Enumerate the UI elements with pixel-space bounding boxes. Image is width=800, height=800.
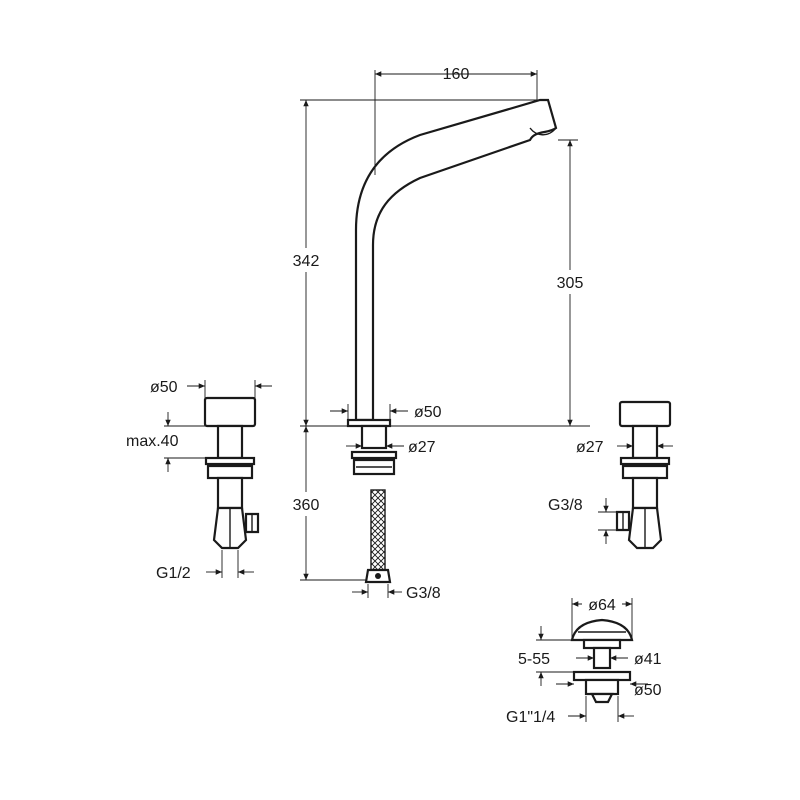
dim-waste-cap-diameter: ø64 — [571, 594, 633, 638]
spout-assembly — [346, 98, 558, 584]
dim-waste-flange-diameter: ø50 — [556, 681, 662, 699]
spout-body — [354, 98, 558, 422]
label-spout-hose-thread: G3/8 — [406, 585, 441, 602]
label-right-outlet-thread: G3/8 — [548, 497, 583, 514]
label-right-shank-diameter: ø27 — [576, 439, 604, 456]
right-washer-top — [619, 456, 671, 466]
label-spout-shank-diameter: ø27 — [408, 439, 436, 456]
aerator-outline — [529, 127, 557, 136]
braided-hose — [370, 489, 386, 571]
right-handle — [618, 400, 672, 428]
waste-tail — [590, 692, 614, 704]
right-valve-assembly — [615, 400, 672, 550]
left-valve-body — [216, 476, 244, 510]
dim-right-outlet-thread: G3/8 — [548, 497, 617, 544]
waste-stem — [592, 646, 612, 670]
dim-spout-reach: 160 — [374, 66, 538, 175]
dim-spout-hose-thread: G3/8 — [352, 584, 441, 602]
dim-below-deck-length: 360 — [282, 426, 366, 581]
label-left-handle-diameter: ø50 — [150, 379, 178, 396]
waste-flange — [572, 670, 632, 682]
left-valve-stem — [216, 424, 244, 460]
right-lock-nut — [621, 464, 669, 480]
label-waste-body-diameter: ø41 — [634, 651, 662, 668]
label-outlet-height: 305 — [557, 275, 584, 292]
left-handle — [203, 396, 257, 428]
label-left-max-deck: max.40 — [126, 433, 179, 450]
label-spout-reach: 160 — [443, 66, 470, 83]
right-valve-body — [631, 476, 659, 510]
dim-waste-thread: G1"1/4 — [506, 696, 634, 726]
label-waste-thread: G1"1/4 — [506, 709, 555, 726]
label-waste-height-range: 5-55 — [518, 651, 550, 668]
dim-left-inlet-thread: G1/2 — [156, 550, 254, 582]
dim-waste-body-diameter: ø41 — [576, 651, 662, 668]
waste-cap — [570, 618, 634, 642]
left-lock-nut — [206, 464, 254, 480]
right-valve-stem — [631, 424, 659, 460]
dim-left-max-deck: max.40 — [126, 412, 218, 472]
label-left-inlet-thread: G1/2 — [156, 565, 191, 582]
waste-body — [584, 678, 620, 696]
waste-assembly — [570, 618, 634, 704]
waste-collar — [582, 638, 622, 650]
dim-overall-height: 342 — [282, 99, 540, 426]
dim-left-handle-diameter: ø50 — [150, 379, 272, 398]
left-valve-assembly — [203, 396, 260, 550]
label-waste-flange-diameter: ø50 — [634, 682, 662, 699]
dim-outlet-height: 305 — [546, 139, 594, 426]
dim-right-shank-diameter: ø27 — [576, 439, 673, 456]
dim-spout-shank-diameter: ø27 — [346, 439, 436, 456]
spout-shank — [360, 424, 388, 450]
label-overall-height: 342 — [293, 253, 320, 270]
label-spout-base-diameter: ø50 — [414, 404, 442, 421]
dim-spout-base-diameter: ø50 — [330, 404, 442, 421]
dim-waste-height-range: 5-55 — [518, 626, 584, 686]
label-waste-cap-diameter: ø64 — [588, 597, 616, 614]
hose-nut-center — [375, 573, 381, 579]
left-washer-top — [204, 456, 256, 466]
label-below-deck-length: 360 — [293, 497, 320, 514]
spout-washer — [350, 450, 398, 460]
